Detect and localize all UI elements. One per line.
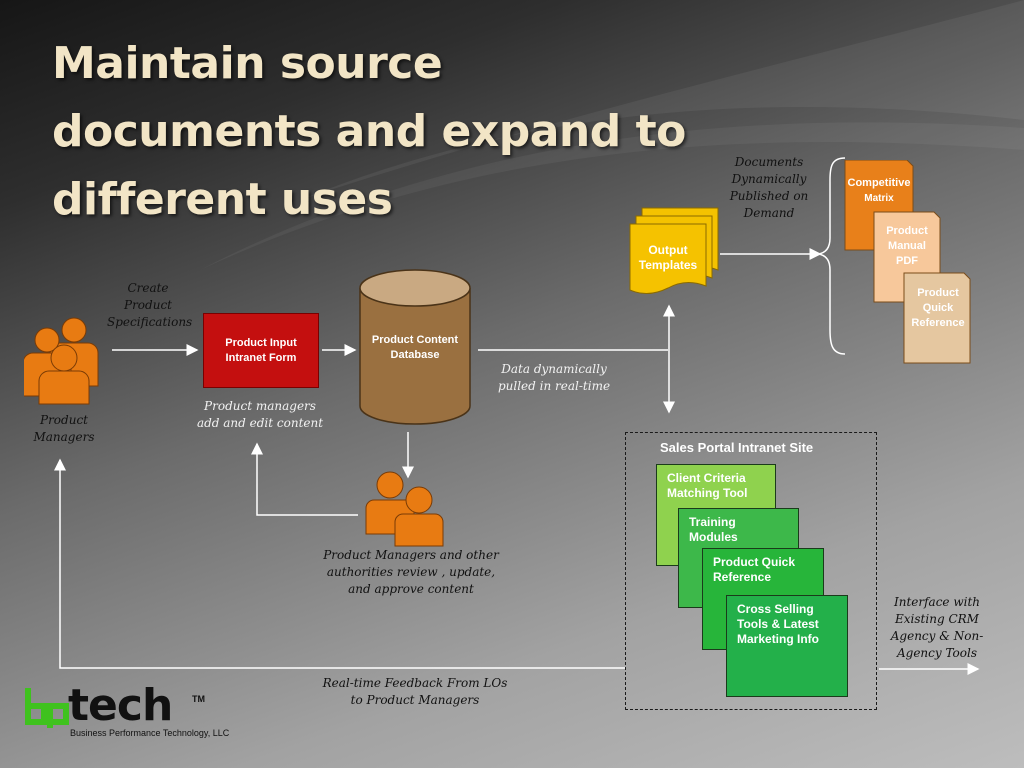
logo-tagline: Business Performance Technology, LLC bbox=[70, 728, 230, 738]
reviewers-note: Product Managers and other authorities r… bbox=[323, 548, 499, 596]
docs-published-note: Documents Dynamically Published on Deman… bbox=[729, 155, 809, 220]
data-pulled-note: Data dynamically pulled in real-time bbox=[497, 362, 611, 393]
title-line-2: documents and expand to bbox=[52, 106, 686, 157]
card-cross-selling-label: Cross Selling Tools & Latest Marketing I… bbox=[737, 602, 820, 646]
slide-title: Maintain source documents and expand to … bbox=[52, 30, 752, 234]
bp-logo-mark bbox=[25, 688, 69, 728]
product-managers-people-icon bbox=[24, 317, 99, 405]
output-templates-label: Output Templates bbox=[638, 243, 698, 272]
bptech-logo: tech TM Business Performance Technology,… bbox=[24, 680, 229, 738]
product-input-form-box: Product Input Intranet Form bbox=[203, 313, 319, 388]
card-product-quick-ref-label: Product Quick Reference bbox=[713, 555, 796, 584]
document-shapes bbox=[844, 160, 971, 364]
database-cylinder-icon bbox=[359, 269, 471, 425]
feedback-note: Real-time Feedback From LOs to Product M… bbox=[322, 676, 508, 707]
product-input-form-label: Product Input Intranet Form bbox=[225, 336, 297, 364]
doc-quick-ref-title: Product Quick Reference bbox=[911, 287, 965, 329]
product-managers-label: Product Managers bbox=[33, 413, 95, 444]
arrow-portal-feedback-to-managers bbox=[54, 458, 625, 669]
logo-wordmark: tech bbox=[68, 680, 173, 731]
arrow-reviewers-to-form bbox=[251, 442, 358, 516]
card-client-criteria-label: Client Criteria Matching Tool bbox=[667, 471, 748, 500]
documents-brace bbox=[817, 157, 846, 355]
database-label: Product Content Database bbox=[371, 334, 459, 361]
create-specs-note: Create Product Specifications bbox=[107, 281, 193, 329]
doc-shape-quick-ref bbox=[903, 272, 971, 364]
title-line-3: different uses bbox=[52, 174, 393, 225]
output-templates-stack-icon bbox=[629, 207, 719, 294]
sales-portal-title: Sales Portal Intranet Site bbox=[660, 440, 814, 455]
doc-competitive-title: Competitive bbox=[847, 177, 911, 189]
pm-add-edit-note: Product managers add and edit content bbox=[196, 399, 324, 430]
card-training-modules-label: Training Modules bbox=[689, 515, 738, 544]
card-cross-selling[interactable]: Cross Selling Tools & Latest Marketing I… bbox=[726, 595, 848, 697]
reviewers-people-icon bbox=[365, 471, 444, 547]
doc-manual-title: Product Manual PDF bbox=[886, 225, 928, 267]
title-line-1: Maintain source bbox=[52, 38, 443, 89]
doc-competitive-subtitle: Matrix bbox=[864, 193, 894, 204]
sales-portal-container bbox=[625, 432, 877, 710]
logo-tm: TM bbox=[192, 694, 205, 704]
crm-interface-note: Interface with Existing CRM Agency & Non… bbox=[890, 595, 984, 660]
